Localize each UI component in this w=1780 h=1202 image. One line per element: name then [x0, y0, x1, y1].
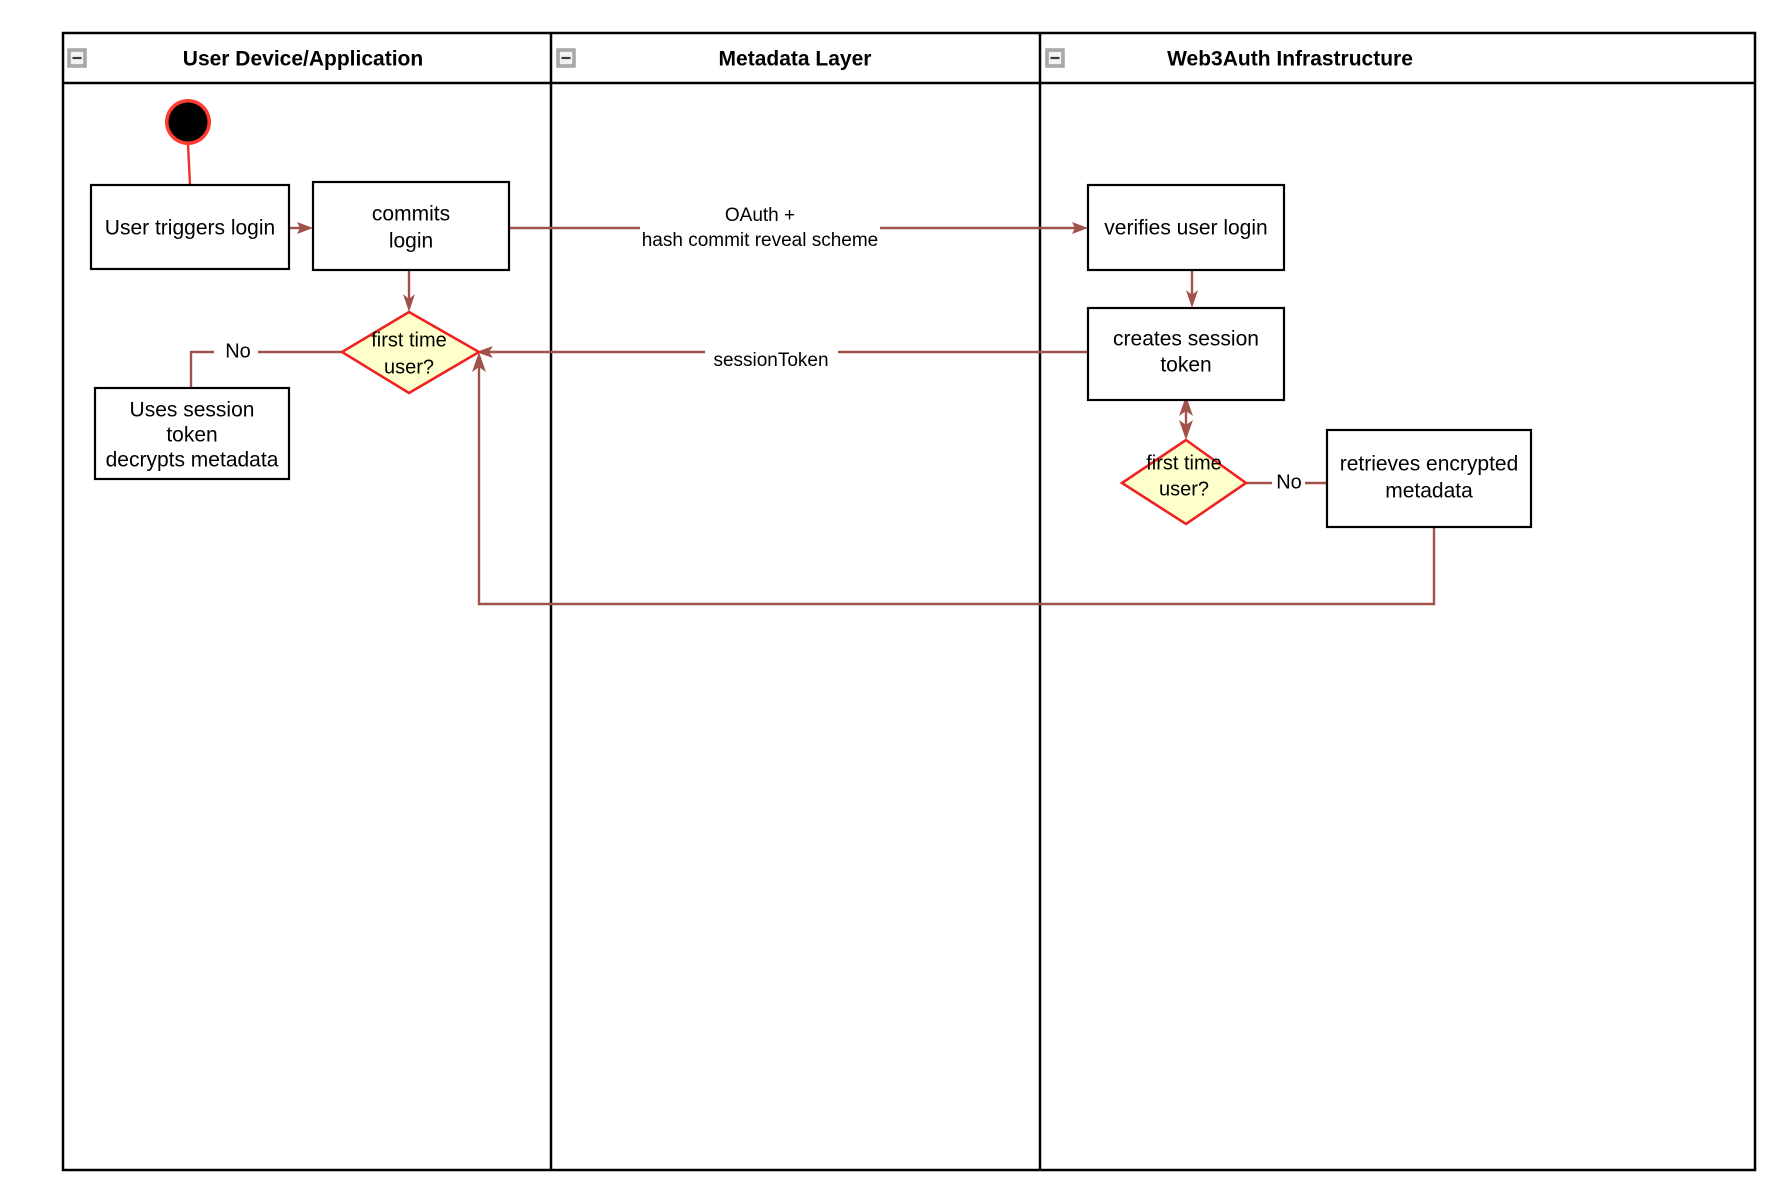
arrowhead-creates-session-to-decision-right — [1179, 420, 1193, 440]
node-decision-right-shape[interactable] — [1119, 438, 1249, 526]
node-uses-session-token-label-line1: Uses session — [130, 399, 255, 422]
node-decision-left-label-line1: first time — [371, 329, 447, 351]
node-decision-left[interactable]: first time user? — [339, 310, 482, 395]
node-uses-session-token-label-line2: token — [166, 424, 217, 447]
edge-return-loop-to-decision-left — [477, 365, 1436, 606]
node-retrieves-encrypted-metadata-label-line2: metadata — [1385, 480, 1473, 503]
node-user-triggers-login-label: User triggers login — [105, 217, 275, 240]
node-uses-session-token-box[interactable] — [93, 386, 291, 481]
node-creates-session-token-box[interactable] — [1086, 306, 1286, 402]
node-creates-session-token-label-line2: token — [1160, 354, 1211, 377]
lane-title-metadata: Metadata Layer — [719, 48, 872, 71]
lane-header-metadata[interactable]: Metadata Layer — [556, 48, 872, 71]
branch-label-no-left: No — [225, 340, 251, 362]
node-user-triggers-login-box[interactable] — [89, 183, 291, 271]
node-decision-left-shape[interactable] — [339, 310, 482, 395]
node-decision-right[interactable]: first time user? — [1119, 438, 1249, 526]
node-retrieves-encrypted-metadata[interactable]: retrieves encrypted metadata — [1325, 428, 1533, 529]
edge-start-to-user-triggers-login — [186, 143, 192, 186]
node-verifies-user-login-box[interactable] — [1086, 183, 1286, 272]
arrowhead-verifies-to-creates-session — [1186, 290, 1198, 308]
node-decision-right-label-line2: user? — [1159, 478, 1209, 500]
node-uses-session-token-label-line3: decrypts metadata — [106, 449, 279, 472]
node-commits-login-label-line1: commits — [372, 203, 450, 226]
arrowhead-return-loop-to-decision-left — [472, 352, 486, 372]
arrowhead-session-token-to-decision-left — [476, 346, 493, 358]
node-commits-login-box[interactable] — [311, 180, 511, 272]
node-creates-session-token-label-line1: creates session — [1113, 328, 1259, 351]
node-uses-session-token[interactable]: Uses session token decrypts metadata — [93, 386, 291, 481]
branch-label-no-right: No — [1276, 471, 1302, 493]
node-user-triggers-login[interactable]: User triggers login — [89, 183, 291, 271]
node-start — [165, 99, 211, 145]
node-verifies-user-login[interactable]: verifies user login — [1086, 183, 1286, 272]
node-decision-right-label-line1: first time — [1146, 452, 1222, 474]
node-commits-login[interactable]: commits login — [311, 180, 511, 272]
lane-header-web3auth[interactable]: Web3Auth Infrastructure — [1045, 48, 1413, 71]
node-retrieves-encrypted-metadata-label-line1: retrieves encrypted — [1340, 453, 1519, 476]
arrowhead-commits-to-decision-left — [403, 294, 415, 312]
edge-decision-left-no-to-uses-session — [189, 350, 214, 388]
arrowhead-commits-to-verifies — [1072, 222, 1088, 234]
arrowhead-decision-right-to-creates-session — [1179, 396, 1193, 416]
lane-title-user-device: User Device/Application — [183, 48, 423, 71]
edge-label-oauth-line1: OAuth + — [725, 205, 795, 226]
node-retrieves-encrypted-metadata-box[interactable] — [1325, 428, 1533, 529]
node-commits-login-label-line2: login — [389, 230, 433, 253]
edge-label-session-token: sessionToken — [713, 350, 828, 371]
node-verifies-user-login-label: verifies user login — [1104, 217, 1267, 240]
node-decision-left-label-line2: user? — [384, 356, 434, 378]
node-creates-session-token[interactable]: creates session token — [1086, 306, 1286, 402]
start-node-fill — [168, 102, 208, 142]
edge-label-oauth-line2: hash commit reveal scheme — [642, 230, 879, 251]
lane-title-web3auth: Web3Auth Infrastructure — [1167, 48, 1413, 71]
lane-header-user-device[interactable]: User Device/Application — [67, 48, 423, 71]
arrowhead-user-triggers-to-commits — [297, 222, 313, 234]
